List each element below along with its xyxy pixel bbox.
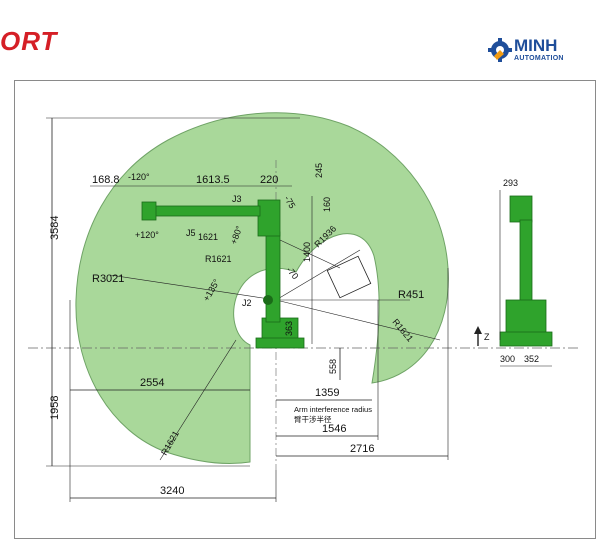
dim-1613: 1613.5: [196, 174, 230, 186]
robot-side-view: [141, 199, 305, 349]
angle-m120: -120°: [128, 172, 150, 182]
z-label: Z: [484, 332, 490, 342]
dim-3584: 3584: [49, 216, 61, 240]
radius-j5-1621: 1621: [198, 232, 218, 242]
joint-j5: J5: [186, 228, 196, 238]
gear-hand-icon: [488, 38, 512, 62]
dim-558: 558: [328, 359, 338, 374]
leader-r1621-right: [275, 299, 441, 341]
dim-1359: 1359: [315, 387, 339, 399]
dim-293: 293: [503, 178, 518, 188]
joint-j3: J3: [232, 194, 242, 204]
dim-3240: 3240: [160, 485, 184, 497]
dim-245: 245: [314, 163, 324, 178]
radius-r451: R451: [398, 289, 424, 301]
brand-logo-text: ORT: [0, 26, 58, 56]
robot-front-view: [499, 190, 553, 367]
logo-subtitle: AUTOMATION: [514, 55, 564, 62]
logo-word: MINH: [514, 36, 558, 55]
dim-160: 160: [322, 197, 332, 212]
dim-1400: 1400: [302, 242, 312, 262]
dim-300: 300: [500, 354, 515, 364]
leader-r3021: [109, 274, 277, 301]
minh-automation-logo: MINH AUTOMATION: [488, 36, 598, 66]
dim-1688: 168.8: [92, 174, 120, 186]
dim-220: 220: [260, 174, 278, 186]
workspace-region: [75, 112, 449, 464]
dim-1958: 1958: [49, 396, 61, 420]
angle-p120: +120°: [135, 230, 159, 240]
dim-363: 363: [284, 321, 294, 336]
dim-2716: 2716: [350, 443, 374, 455]
radius-r1621-top: R1621: [205, 254, 232, 264]
arm-interference-note-cn: 臂干涉半径: [294, 414, 332, 424]
leader-r1936: [275, 249, 361, 301]
dim-352: 352: [524, 354, 539, 364]
dim-2554: 2554: [140, 377, 164, 389]
dim-1546: 1546: [322, 423, 346, 435]
arm-interference-note-en: Arm interference radius: [294, 405, 372, 414]
gripper-reach: [279, 239, 372, 299]
leader-r1621-bottom: [159, 339, 237, 461]
joint-j2: J2: [242, 298, 252, 308]
z-axis-arrow: [474, 326, 482, 346]
radius-r3021: R3021: [92, 273, 124, 285]
